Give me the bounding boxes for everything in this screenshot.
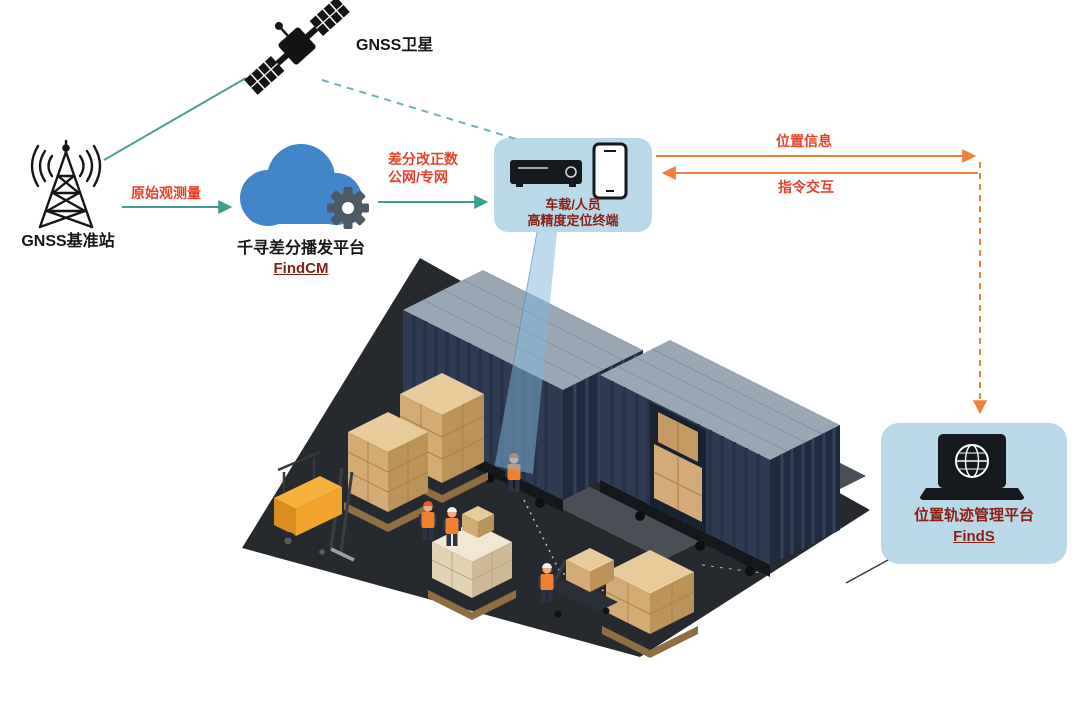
worker (419, 501, 437, 540)
corrections-line2: 公网/专网 (388, 168, 448, 185)
cloud-platform-title: 千寻差分播发平台 (236, 240, 365, 257)
warehouse-yard-scene (242, 258, 870, 658)
positioning-beam (494, 231, 557, 474)
cloud-platform-subtitle: FindCM (273, 260, 329, 277)
link-satellite-terminal-dashed (321, 79, 517, 140)
command-interaction-label: 指令交互 (778, 179, 834, 195)
location-info-label: 位置信息 (776, 133, 832, 149)
finds-platform-title: 位置轨迹管理平台 (913, 507, 1034, 524)
satellite-icon (244, 0, 350, 95)
terminal-label-line2: 高精度定位终端 (527, 213, 619, 228)
receiver-icon (510, 160, 582, 187)
pallet-stack (602, 550, 698, 658)
finds-platform-subtitle: FindS (953, 528, 995, 545)
smartphone-icon (592, 142, 628, 200)
laptop-globe-icon (920, 434, 1024, 500)
pallet-stack (344, 412, 432, 532)
worker (443, 507, 461, 546)
forklift (274, 450, 355, 562)
link-finds-yard (845, 559, 889, 584)
pallet-jack (548, 548, 618, 618)
worker (538, 563, 556, 602)
yard-dotted-path (701, 564, 845, 585)
corrections-label: 差分改正数 公网/专网 (388, 151, 458, 186)
shipping-container-2 (600, 340, 840, 577)
raw-observation-label: 原始观测量 (131, 185, 201, 201)
satellite-label: GNSS卫星 (356, 37, 434, 54)
corrections-line1: 差分改正数 (388, 151, 458, 167)
terminal-label-line1: 车载/人员 (545, 197, 601, 212)
radio-tower-icon (30, 139, 102, 229)
small-box (462, 506, 494, 538)
base-station-label: GNSS基准站 (21, 233, 115, 250)
link-satellite-basestation (103, 77, 247, 161)
arrow-terminal-to-finds (656, 149, 987, 415)
gear-icon (327, 187, 369, 229)
